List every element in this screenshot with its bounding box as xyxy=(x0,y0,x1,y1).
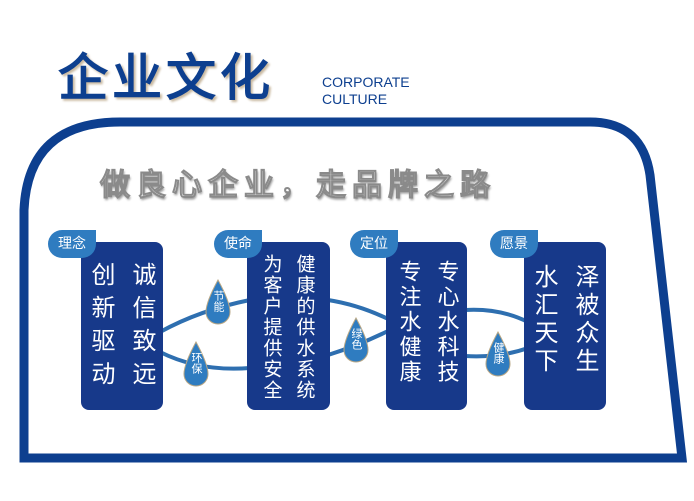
text-column: 诚信致远 xyxy=(128,262,156,394)
philosophy-box: 创新驱动 诚信致远 xyxy=(81,242,163,410)
text-column: 专心水科技 xyxy=(433,260,459,385)
droplet-health: 健康 xyxy=(480,330,516,377)
positioning-box: 专注水健康 专心水科技 xyxy=(386,242,467,410)
mission-box: 为客户提供安全 健康的供水系统 xyxy=(247,242,330,410)
connector xyxy=(327,298,391,322)
vision-tag: 愿景 xyxy=(490,230,538,258)
philosophy-tag: 理念 xyxy=(48,230,96,258)
connector xyxy=(159,298,251,334)
positioning-tag: 定位 xyxy=(350,230,398,258)
droplet-icon xyxy=(205,278,231,325)
droplet-icon xyxy=(183,340,209,387)
droplet-environmental: 环保 xyxy=(178,340,214,387)
vision-box: 水汇天下 泽被众生 xyxy=(524,242,606,410)
droplet-icon xyxy=(343,316,369,363)
text-column: 创新驱动 xyxy=(87,262,115,394)
droplet-icon xyxy=(485,330,511,377)
droplet-green: 绿色 xyxy=(338,316,374,363)
subtitle-line-1: CORPORATE xyxy=(322,74,410,90)
droplet-energy-saving: 节能 xyxy=(200,278,236,325)
text-column: 为客户提供安全 xyxy=(260,254,283,401)
subtitle-line-2: CULTURE xyxy=(322,91,388,107)
text-column: 水汇天下 xyxy=(530,264,558,376)
connector xyxy=(464,307,529,324)
droplet-label: 健康 xyxy=(492,342,505,364)
droplet-label: 绿色 xyxy=(350,328,363,350)
mission-tag: 使命 xyxy=(214,230,262,258)
droplet-label: 节能 xyxy=(212,290,225,312)
slogan: 做良心企业，走品牌之路 xyxy=(100,168,496,204)
text-column: 专注水健康 xyxy=(395,260,421,385)
text-column: 泽被众生 xyxy=(571,264,599,376)
english-subtitle: CORPORATE CULTURE xyxy=(322,74,410,108)
text-column: 健康的供水系统 xyxy=(293,254,316,401)
page-title: 企业文化 xyxy=(58,49,274,107)
droplet-label: 环保 xyxy=(190,352,203,374)
outer-frame xyxy=(19,117,688,463)
